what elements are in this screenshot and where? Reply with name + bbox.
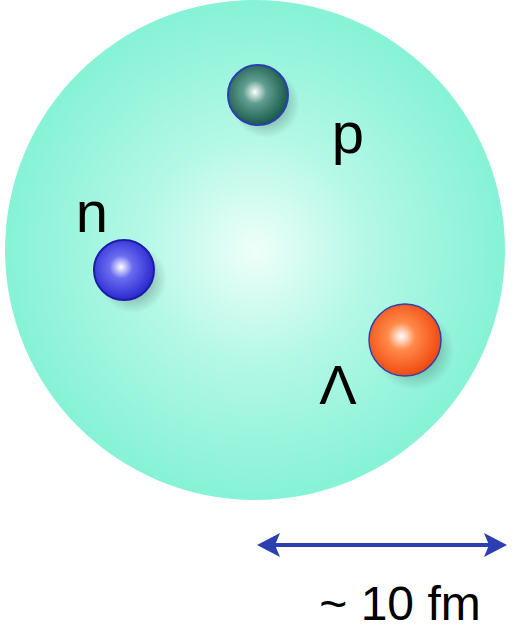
- neutron-ball: [94, 240, 154, 300]
- particle-label: n: [76, 183, 108, 241]
- lambda-ball: [369, 304, 441, 376]
- dimension-label: ~ 10 fm: [319, 580, 480, 628]
- nucleus-sphere: [5, 0, 505, 500]
- dimension-arrow: [257, 533, 507, 557]
- particle-label: p: [332, 104, 364, 162]
- proton-ball: [228, 65, 288, 125]
- particle-label: Λ: [319, 357, 356, 413]
